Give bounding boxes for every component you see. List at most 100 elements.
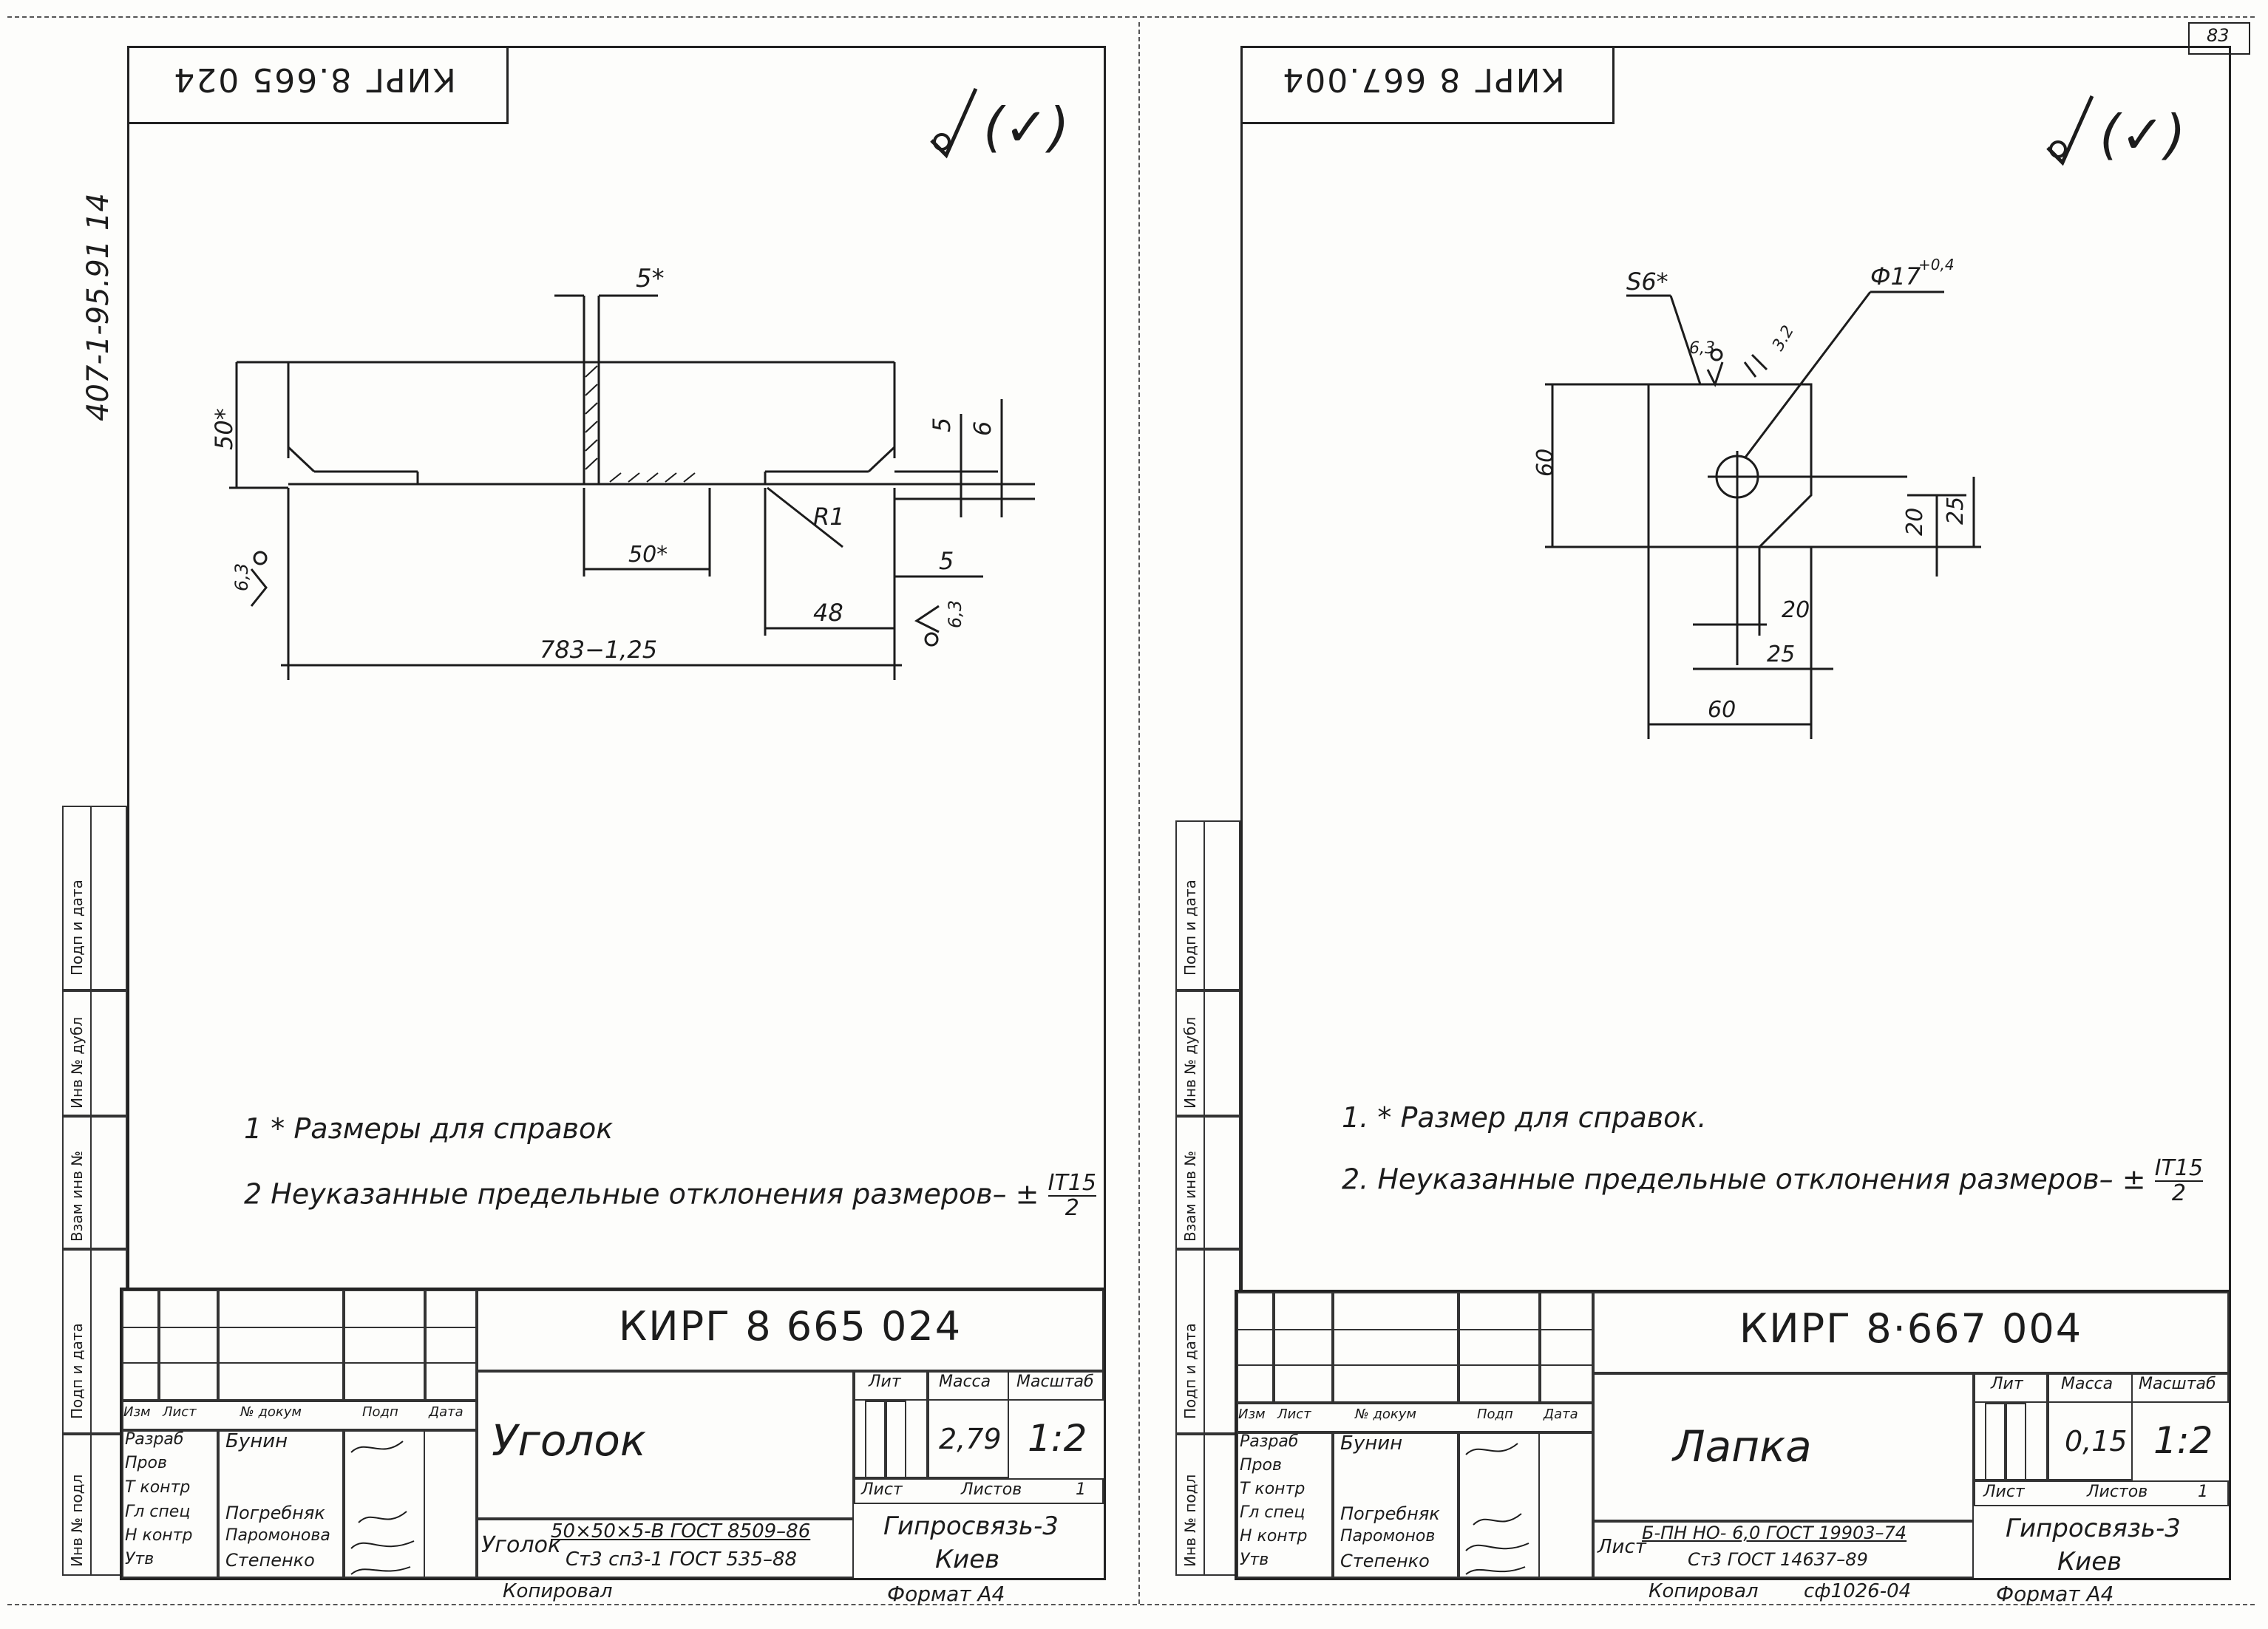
left-col-header: Изм <box>123 1404 151 1420</box>
left-dim-r1: R1 <box>813 503 845 531</box>
right-dim-h60: 60 <box>1532 449 1558 477</box>
right-format: Формат А4 <box>1996 1582 2114 1606</box>
right-role-row: Н контр <box>1240 1527 1308 1545</box>
margin-code: 407-1-95.91 14 <box>81 193 115 421</box>
right-material-top: Б-ПН НО- 6,0 ГОСТ 19903–74 <box>1642 1523 1907 1543</box>
left-org1: Гипросвязь-3 <box>883 1511 1059 1541</box>
right-sheets-label: Листов <box>2087 1483 2148 1501</box>
left-dim-height: 50* <box>210 408 238 450</box>
left-signatures <box>350 1441 415 1575</box>
right-org2: Киев <box>2057 1547 2122 1577</box>
page-divider <box>1138 22 1140 1604</box>
side-label: Взам инв № <box>68 1150 86 1242</box>
side-label: Взам инв № <box>1181 1150 1199 1242</box>
right-scale: 1:2 <box>2153 1419 2213 1462</box>
left-role-name: Степенко <box>225 1550 315 1571</box>
page-top-rule <box>7 16 2255 18</box>
right-col-header: Подп <box>1477 1407 1513 1422</box>
left-note-1: 1 * Размеры для справок <box>244 1112 614 1145</box>
right-plate-drawing: S6* 6,3 3.2 Ф17 +0,4 60 20 25 20 25 60 <box>1532 256 1981 739</box>
right-dim-dia: Ф17 <box>1870 262 1921 290</box>
left-dim-thick: 5* <box>636 266 665 293</box>
page-bottom-rule <box>7 1604 2255 1605</box>
left-dim-5b: 5 <box>939 547 954 575</box>
left-role-row: Т контр <box>125 1478 191 1497</box>
right-lit-label: Лит <box>1991 1375 2023 1393</box>
side-label: Подп и дата <box>1181 880 1199 976</box>
right-note-2: 2. Неуказанные предельные отклонения раз… <box>1342 1155 2204 1206</box>
right-dim-v20: 20 <box>1902 508 1928 536</box>
right-roughness-symbol <box>2046 95 2094 166</box>
left-dim-5: 5 <box>928 418 956 432</box>
right-dim-v25: 25 <box>1943 497 1969 525</box>
right-dim-h25: 25 <box>1767 642 1795 667</box>
left-dim-48: 48 <box>813 599 843 627</box>
right-dim-h20: 20 <box>1782 597 1810 623</box>
right-role-name: Бунин <box>1340 1432 1403 1455</box>
right-col-header: Изм <box>1238 1407 1266 1422</box>
left-stamp-code: КИРГ 8 665 024 <box>618 1303 962 1350</box>
left-lit-label: Лит <box>869 1373 901 1391</box>
right-role-name: Погребняк <box>1340 1503 1440 1524</box>
right-mass-label: Масса <box>2061 1375 2113 1393</box>
left-scale: 1:2 <box>1028 1417 1087 1460</box>
side-label: Подп и дата <box>68 880 86 976</box>
left-roughness-mark: (✓) <box>983 96 1070 158</box>
left-role-name: Погребняк <box>225 1503 325 1523</box>
left-format: Формат А4 <box>887 1582 1005 1606</box>
right-role-row: Утв <box>1240 1551 1269 1569</box>
left-col-header: Лист <box>163 1404 197 1420</box>
right-dim-dia-tol: +0,4 <box>1918 256 1955 273</box>
left-dim-len50: 50* <box>628 542 668 568</box>
right-role-row: Пров <box>1240 1456 1282 1475</box>
left-col-header: Подп <box>362 1404 398 1420</box>
left-sheets-label: Листов <box>961 1480 1022 1499</box>
right-dim-w60: 60 <box>1708 697 1736 723</box>
side-label: Инв № дубл <box>68 1016 86 1109</box>
left-role-row: Утв <box>125 1550 155 1568</box>
left-role-name: Бунин <box>225 1430 288 1452</box>
left-rotated-code: КИРГ 8.665 024 <box>172 61 456 98</box>
right-rotated-code: КИРГ 8 667.004 <box>1281 61 1565 98</box>
right-sheet-label: Лист <box>1983 1483 2025 1501</box>
right-note-1: 1. * Размер для справок. <box>1342 1101 1707 1134</box>
right-dim-chamfer: 3.2 <box>1769 322 1798 354</box>
right-role-row: Разраб <box>1240 1432 1299 1451</box>
left-sheets: 1 <box>1076 1480 1086 1499</box>
left-role-row: Н контр <box>125 1526 193 1545</box>
right-sheets: 1 <box>2198 1483 2208 1501</box>
left-angle-drawing: 5* 50* 5 6 R1 6,3 50* 5 48 6,3 783−1,25 <box>210 266 1035 680</box>
left-mass-label: Масса <box>939 1373 991 1391</box>
left-material-top: 50×50×5-В ГОСТ 8509–86 <box>551 1520 811 1543</box>
left-roughness-symbol <box>930 87 978 159</box>
side-label: Инв № подл <box>68 1474 86 1567</box>
left-side-strip: Подп и дата Инв № дубл Взам инв № Подп и… <box>62 806 127 1576</box>
right-scale-label: Масштаб <box>2139 1375 2216 1393</box>
left-role-name: Паромонова <box>225 1526 330 1545</box>
right-role-name: Степенко <box>1340 1551 1430 1571</box>
left-material-bot: Ст3 сп3-1 ГОСТ 535–88 <box>566 1548 798 1571</box>
side-label: Инв № подл <box>1181 1474 1199 1567</box>
right-dim-s: S6* <box>1626 268 1668 296</box>
left-copied: Копировал <box>503 1580 613 1602</box>
side-label: Подп и дата <box>1181 1323 1199 1419</box>
left-role-row: Пров <box>125 1454 167 1472</box>
left-note-2: 2 Неуказанные предельные отклонения разм… <box>244 1170 1096 1221</box>
left-dim-6: 6 <box>968 421 997 436</box>
right-dim-rough: 6,3 <box>1689 339 1715 358</box>
left-mass: 2,79 <box>939 1423 1002 1455</box>
right-col-header: Дата <box>1544 1407 1578 1422</box>
right-role-row: Гл спец <box>1240 1503 1306 1522</box>
right-mass: 0,15 <box>2065 1425 2128 1458</box>
right-signatures <box>1465 1443 1529 1575</box>
side-label: Инв № дубл <box>1181 1016 1199 1109</box>
left-role-row: Гл спец <box>125 1503 191 1521</box>
left-stamp: Изм Лист № докум Подп Дата Разраб Бунин … <box>120 1288 1106 1580</box>
left-stamp-name: Уголок <box>492 1415 646 1466</box>
right-org1: Гипросвязь-3 <box>2006 1514 2181 1543</box>
right-stamp-code: КИРГ 8·667 004 <box>1739 1305 2083 1352</box>
side-label: Подп и дата <box>68 1323 86 1419</box>
left-col-header: Дата <box>429 1404 464 1420</box>
left-sheet-label: Лист <box>861 1480 903 1499</box>
left-scale-label: Масштаб <box>1016 1373 1094 1391</box>
